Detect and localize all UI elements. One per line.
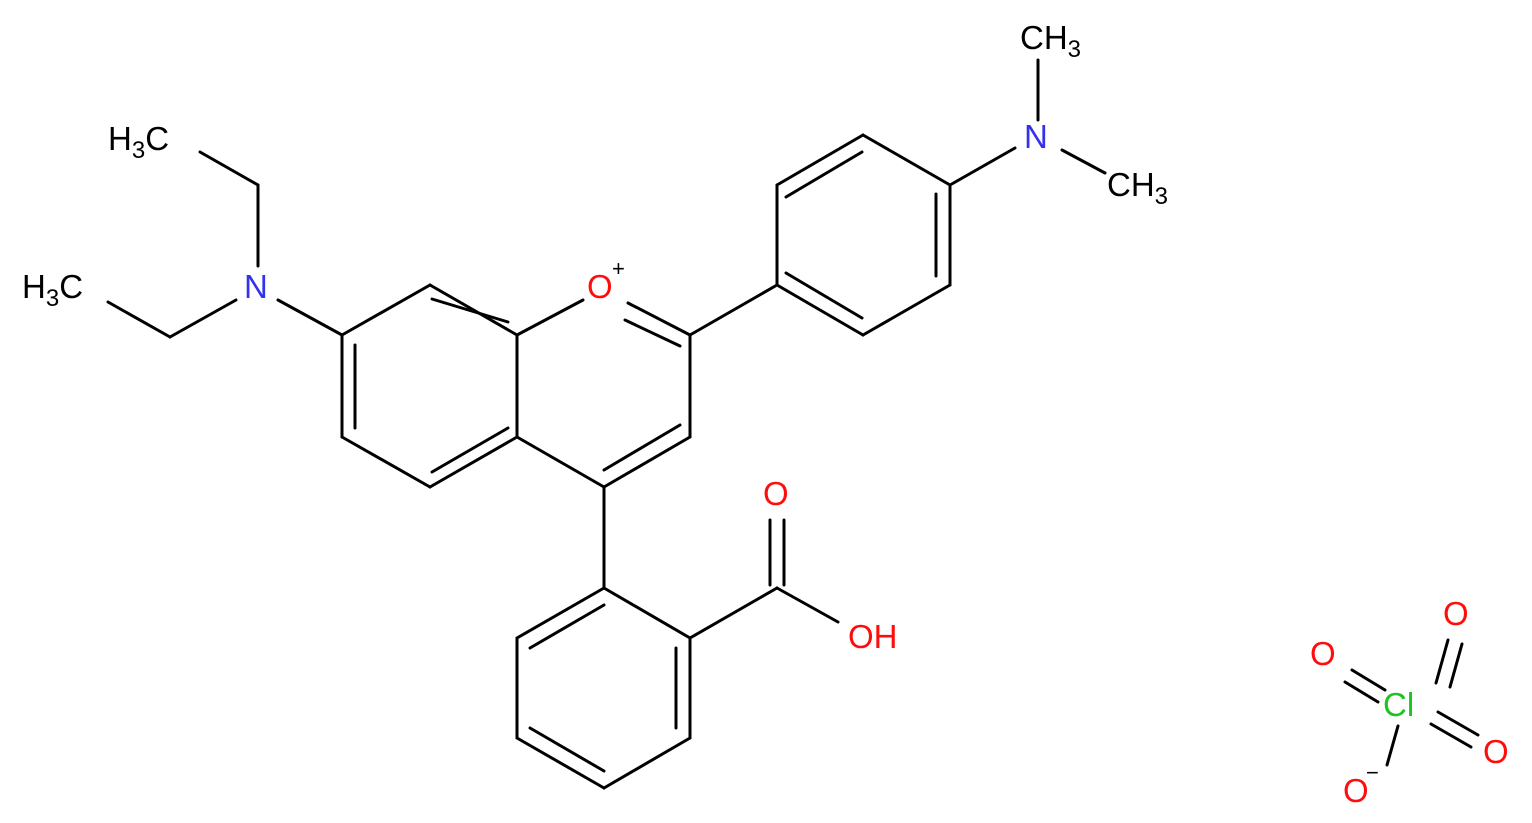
bond xyxy=(861,283,952,337)
bond xyxy=(430,297,510,324)
nitrogen-label-dimethyl: N xyxy=(1024,118,1048,155)
bond xyxy=(602,435,692,489)
bond xyxy=(1060,148,1107,175)
bond xyxy=(626,301,692,337)
bond xyxy=(784,150,864,199)
bond xyxy=(428,435,519,489)
methyl-label-upper-left: H3C xyxy=(108,120,169,164)
bonds xyxy=(106,58,1480,790)
methyl-label-top: CH3 xyxy=(1020,19,1081,63)
bond xyxy=(1385,724,1400,767)
oxygen-label-carbonyl: O xyxy=(763,475,789,512)
bond xyxy=(775,586,840,624)
bond xyxy=(1434,638,1450,685)
bond xyxy=(515,736,606,790)
oxygen-label-perchlorate-right: O xyxy=(1483,733,1509,770)
bond xyxy=(623,318,682,348)
methyl-label-lower-left: H3C xyxy=(22,268,83,312)
bond xyxy=(688,586,779,640)
bond xyxy=(198,150,260,187)
bond xyxy=(276,298,344,337)
bond xyxy=(1436,710,1480,737)
bond xyxy=(775,133,865,187)
methyl-label-right: CH3 xyxy=(1107,166,1168,210)
bond xyxy=(430,426,510,474)
bond xyxy=(106,300,172,339)
bond xyxy=(528,603,606,650)
bond xyxy=(340,283,432,337)
nitrogen-label-diethyl: N xyxy=(244,268,268,305)
oxygen-label-ring: O xyxy=(587,268,613,305)
bond xyxy=(168,298,238,339)
bond xyxy=(688,283,779,337)
oxygen-label-perchlorate-left: O xyxy=(1310,635,1336,672)
bond xyxy=(784,271,864,320)
charge-plus: + xyxy=(612,256,625,281)
bond xyxy=(528,726,606,773)
bond xyxy=(602,736,692,790)
bond xyxy=(1429,722,1473,749)
bond xyxy=(775,283,865,337)
oxygen-label-perchlorate-top: O xyxy=(1443,595,1469,632)
bond xyxy=(1448,642,1464,689)
bond xyxy=(861,133,952,187)
oxygen-label-perchlorate-bottom: O xyxy=(1343,772,1369,809)
bond xyxy=(602,586,692,640)
atom-labels: CH3 N CH3 H3C N H3C O + O OH O O Cl O O … xyxy=(22,19,1509,809)
bond xyxy=(1343,680,1380,704)
bond xyxy=(515,586,606,640)
bond xyxy=(340,435,432,489)
bond xyxy=(515,298,585,337)
hydroxyl-label: OH xyxy=(848,618,898,655)
bond xyxy=(602,423,682,472)
bond xyxy=(948,146,1017,187)
bond xyxy=(1350,668,1387,692)
chlorine-label: Cl xyxy=(1383,686,1414,723)
bond xyxy=(515,435,606,489)
charge-minus: − xyxy=(1366,760,1379,785)
